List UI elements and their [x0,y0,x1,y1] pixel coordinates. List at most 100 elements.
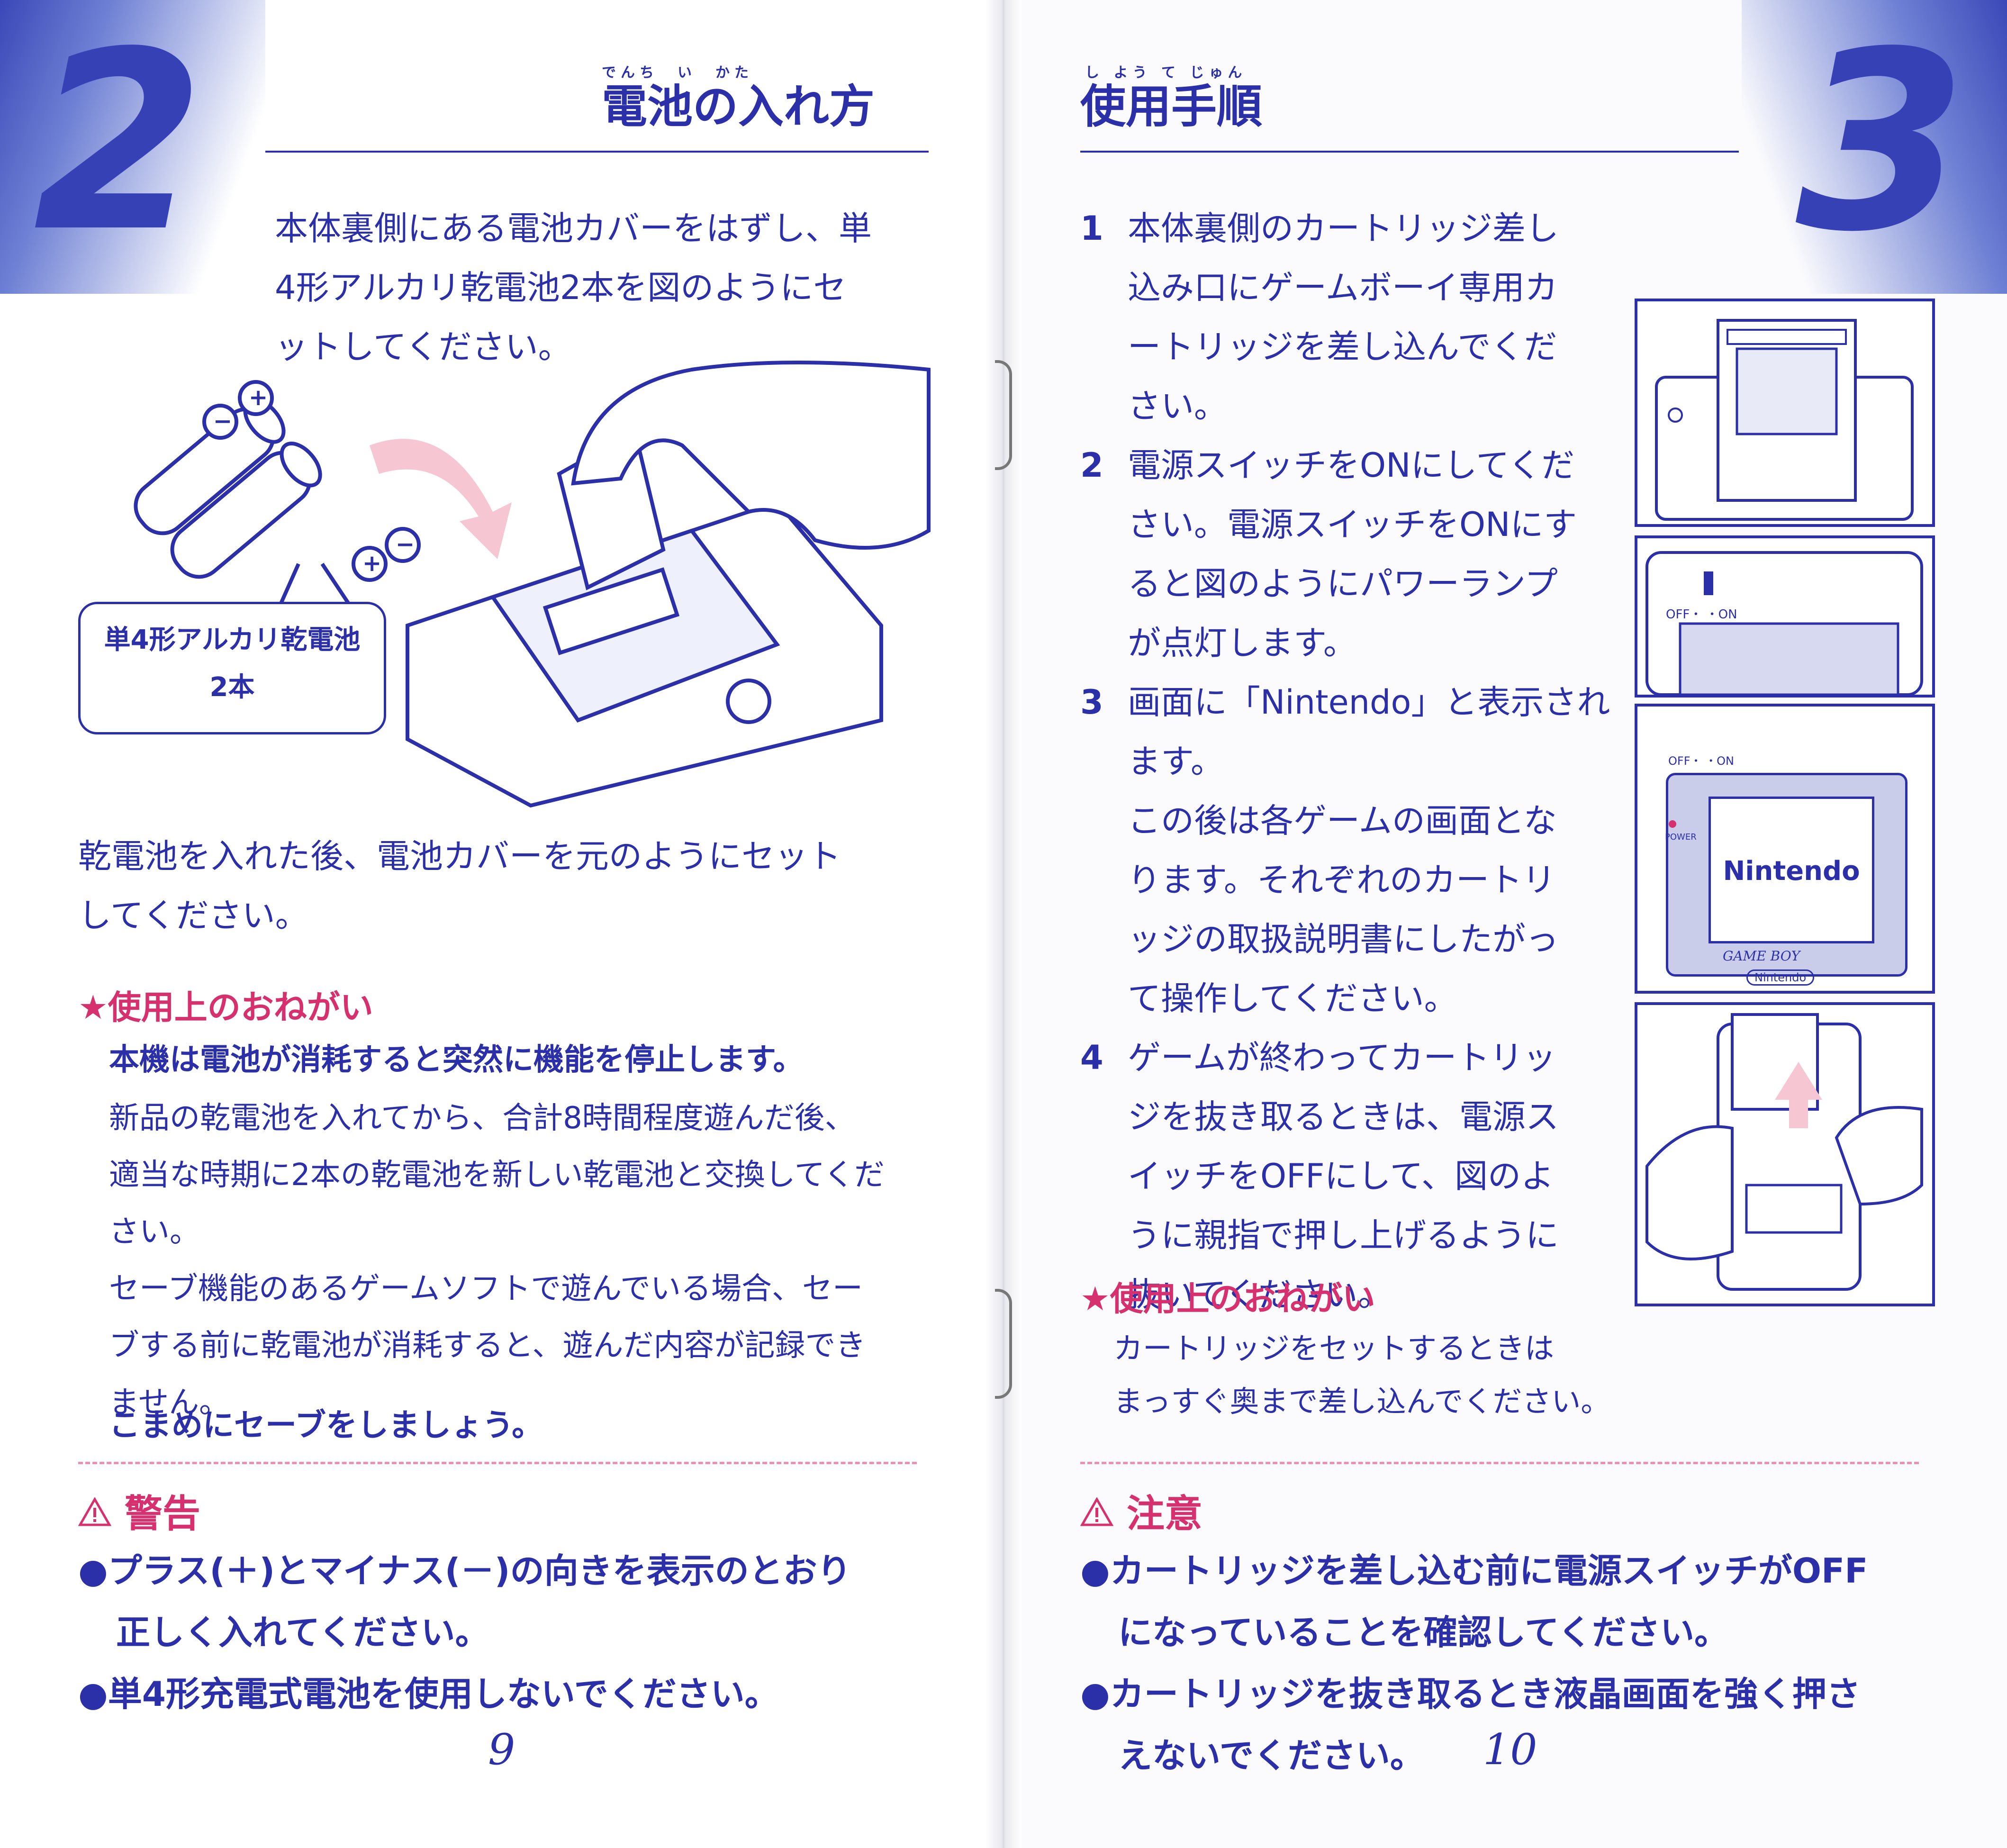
warning-heading-text: 警告 [124,1492,200,1536]
step-1: 1 本体裏側のカートリッジ差し 込み口にゲームボーイ専用カ ートリッジを差し込ん… [1080,199,1620,436]
figure-nintendo-screen: OFF・ ・ON Nintendo POWER GAME BOY Nintend… [1635,704,1935,994]
step-line: 電源スイッチをONにしてくだ [1128,446,1575,485]
off-on-label: OFF・ ・ON [1668,754,1734,768]
section-corner-right [1742,0,2007,294]
notice-heading-text: 注意 [1126,1492,1202,1536]
step-4: 4 ゲームが終わってカートリッ ジを抜き取るときは、電源ス イッチをOFFにして… [1080,1028,1620,1324]
cartridge-insert-icon [1655,319,1914,521]
step-number: 4 [1080,1038,1103,1077]
step-line: て操作してください。 [1128,979,1457,1018]
power-lamp-icon [1669,820,1676,828]
step-line: 本体裏側のカートリッジ差し [1128,209,1559,248]
notice-item: ●カートリッジを差し込む前に電源スイッチがOFF [1080,1551,1868,1591]
step-line: この後は各ゲームの画面とな [1128,801,1557,840]
cartridge-remove-icon [1645,1013,1923,1291]
left-page: 2 でんち い かた 電池の入れ方 本体裏側にある電池カバーをはずし、単 4形ア… [0,0,994,1848]
caution-line: ブする前に乾電池が消耗すると、遊んだ内容が記録でき [109,1328,866,1363]
step-line: ると図のようにパワーランプ [1128,564,1558,603]
power-switch-icon [1645,551,1923,696]
battery-callout-count: 2本 [209,672,255,703]
page-number-right: 10 [1483,1725,1537,1775]
step-line: 込み口にゲームボーイ専用カ [1128,268,1558,307]
figure-remove-cartridge [1635,1002,1935,1306]
caution-line: 適当な時期に2本の乾電池を新しい乾電池と交換してくだ [109,1158,885,1193]
intro-line: ットしてください。 [275,327,571,366]
svg-text:+: + [249,384,268,411]
caution-body-right: カートリッジをセットするときは まっすぐ奥まで差し込んでください。 [1113,1322,1635,1428]
page-title-right: 使用手順 [1080,80,1262,133]
caution-bold: 本機は電池が消耗すると突然に機能を停止します。 [109,1042,804,1078]
caution-line: カートリッジをセットするときは [1113,1331,1555,1366]
divider-left [78,1462,917,1464]
warning-triangle-icon [78,1497,111,1526]
nintendo-badge: Nintendo [1746,969,1815,986]
caution-line: まっすぐ奥まで差し込んでください。 [1113,1384,1610,1419]
notice-list: ●カートリッジを差し込む前に電源スイッチがOFF になっていることを確認してくだ… [1080,1540,1966,1786]
notice-item: になっていることを確認してください。 [1118,1612,1729,1652]
title-ruby-left: でんち い かた [602,64,753,81]
step-list: 1 本体裏側のカートリッジ差し 込み口にゲームボーイ専用カ ートリッジを差し込ん… [1080,199,1620,1324]
staple-top [995,360,1012,470]
step-line: イッチをOFFにして、図のよ [1128,1157,1555,1196]
step-3: 3 画面に「Nintendo」と表示され ます。 この後は各ゲームの画面とな り… [1080,673,1620,1028]
caution-line: 新品の乾電池を入れてから、合計8時間程度遊んだ後、 [109,1101,855,1136]
step-number: 1 [1080,209,1103,248]
step-line: が点灯します。 [1128,624,1356,662]
page-number-left: 9 [488,1725,515,1775]
book-spine [985,0,1022,1848]
step-line: 抜いてください。 [1128,1275,1391,1314]
step-line: ッジの取扱説明書にしたがっ [1128,920,1559,959]
warning-item: ●単4形充電式電池を使用しないでください。 [78,1674,779,1714]
section-number-left: 2 [33,0,205,286]
step-line: ります。それぞれのカートリ [1128,861,1555,899]
after-line: 乾電池を入れた後、電池カバーを元のようにセット [78,837,841,876]
intro-text: 本体裏側にある電池カバーをはずし、単 4形アルカリ乾電池2本を図のようにセ ット… [275,199,938,377]
lcd-screen: Nintendo [1709,797,1874,943]
svg-text:−: − [213,408,232,435]
caution-heading-right: ★使用上のおねがい [1080,1279,1375,1318]
section-corner-left [0,0,265,294]
gameboy-back-icon [406,428,883,808]
after-text: 乾電池を入れた後、電池カバーを元のようにセット してください。 [78,827,940,945]
caution-line: ません。 [109,1385,230,1420]
figure-insert-cartridge [1635,299,1935,527]
insert-arrow-icon [370,439,512,559]
caution-body-left: 新品の乾電池を入れてから、合計8時間程度遊んだ後、 適当な時期に2本の乾電池を新… [109,1090,962,1431]
after-line: してください。 [78,896,308,935]
step-line: ートリッジを差し込んでくだ [1128,327,1557,366]
warning-item: ●プラス(＋)とマイナス(－)の向きを表示のとおり [78,1551,851,1591]
step-2: 2 電源スイッチをONにしてくだ さい。電源スイッチをONにす ると図のようにパ… [1080,436,1620,673]
title-rule-left [265,151,929,153]
divider-right [1080,1462,1919,1464]
caution-save: こまめにセーブをしましょう。 [109,1407,543,1443]
warning-list: ●プラス(＋)とマイナス(－)の向きを表示のとおり 正しく入れてください。 ●単… [78,1540,955,1725]
svg-text:+: + [362,550,381,577]
step-line: うに親指で押し上げるように [1128,1216,1559,1255]
caution-line: セーブ機能のあるゲームソフトで遊んでいる場合、セー [109,1271,863,1306]
svg-text:−: − [396,531,415,558]
step-line: ゲームが終わってカートリッ [1128,1038,1556,1077]
step-line: 画面に「Nintendo」と表示され [1128,683,1610,722]
intro-line: 本体裏側にある電池カバーをはずし、単 [275,209,872,248]
gameboy-label: GAME BOY [1723,948,1800,964]
warning-heading: 警告 [78,1483,200,1545]
hand-icon [571,361,931,550]
title-ruby-right: し よう て じゅん [1085,64,1247,81]
notice-item: ●カートリッジを抜き取るとき液晶画面を強く押さ [1080,1674,1861,1714]
power-label: POWER [1665,832,1697,842]
caution-line: さい。 [109,1214,200,1250]
step-line: ます。 [1128,742,1224,781]
caution-triangle-icon [1080,1497,1113,1526]
step-line: ジを抜き取るときは、電源ス [1128,1097,1559,1136]
notice-item: えないでください。 [1118,1736,1424,1776]
step-number: 2 [1080,446,1103,485]
page-title-left: 電池の入れ方 [602,80,875,133]
title-rule-right [1080,151,1739,153]
battery-callout: 単4形アルカリ乾電池 2本 [78,602,386,734]
figure-power-switch: OFF・ ・ON [1635,535,1935,698]
step-number: 3 [1080,683,1103,722]
battery-install-illustration: + − + − [134,361,931,808]
intro-line: 4形アルカリ乾電池2本を図のようにセ [275,268,847,307]
section-number-right: 3 [1796,0,1967,286]
notice-heading: 注意 [1080,1483,1202,1545]
